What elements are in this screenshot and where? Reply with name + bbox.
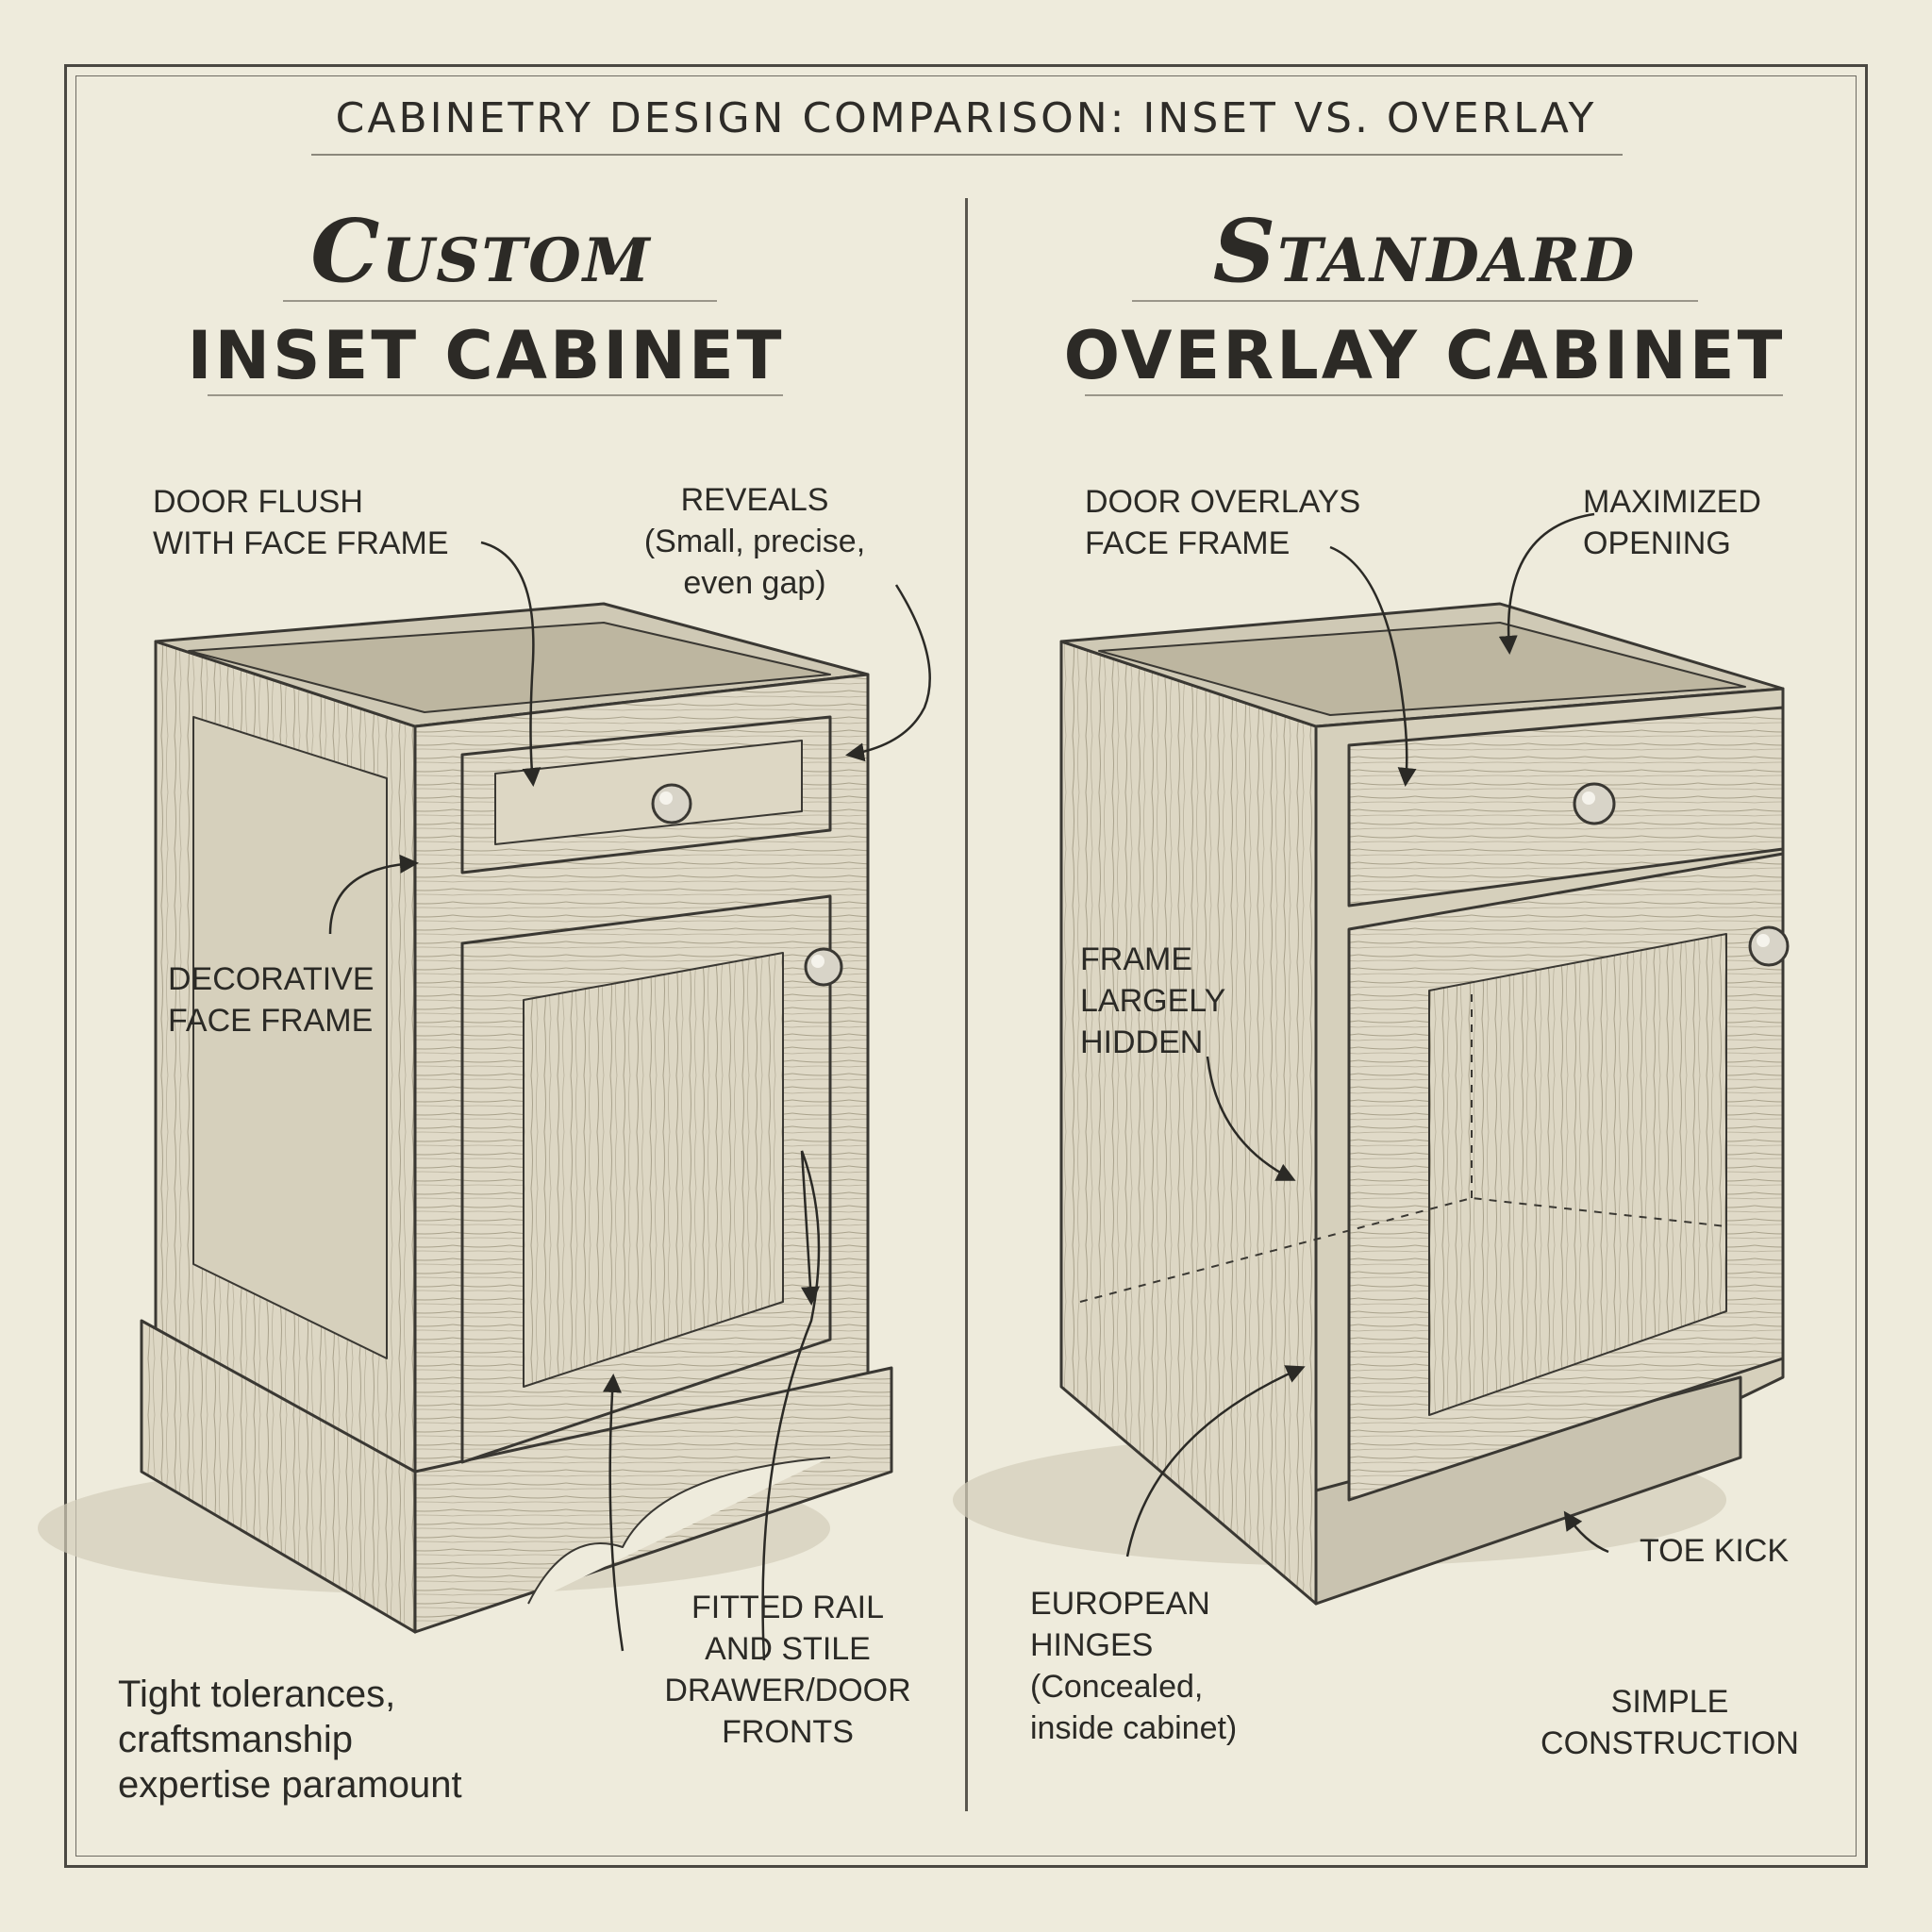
callout-door-flush: DOOR FLUSH WITH FACE FRAME: [153, 481, 449, 564]
callout-line: FACE FRAME: [168, 1003, 374, 1039]
callout-line: DECORATIVE: [168, 961, 375, 997]
callout-line: FITTED RAIL: [691, 1590, 885, 1625]
callout-line: DOOR OVERLAYS: [1085, 484, 1361, 520]
callout-line: LARGELY: [1080, 983, 1226, 1019]
callout-line: FRAME: [1080, 941, 1192, 977]
inner-border: [75, 75, 1857, 1857]
page-title: CABINETRY DESIGN COMPARISON: INSET VS. O…: [335, 94, 1597, 142]
overlay-cabinet-title: OVERLAY CABINET: [1063, 317, 1786, 394]
callout-decorative-face-frame: DECORATIVE FACE FRAME: [168, 958, 375, 1041]
callout-line: CONSTRUCTION: [1541, 1725, 1799, 1761]
callout-toe-kick: TOE KICK: [1640, 1530, 1789, 1572]
center-divider: [965, 198, 968, 1811]
callout-line: DRAWER/DOOR: [664, 1673, 911, 1708]
callout-line: HINGES: [1030, 1627, 1154, 1663]
inset-cabinet-drawing: [38, 602, 893, 1634]
overlay-cabinet-drawing: [953, 602, 1790, 1606]
custom-title-rule: [283, 300, 717, 302]
callout-line: FACE FRAME: [1085, 525, 1291, 561]
note-line: Tight tolerances,: [118, 1674, 396, 1715]
callout-frame-hidden: FRAME LARGELY HIDDEN: [1080, 939, 1225, 1063]
callout-line: DOOR FLUSH: [153, 484, 363, 520]
note-line: craftsmanship: [118, 1719, 353, 1760]
inset-title-rule: [208, 394, 783, 396]
callout-line: OPENING: [1583, 525, 1731, 561]
callout-line: HIDDEN: [1080, 1024, 1204, 1060]
inset-note: Tight tolerances, craftsmanship expertis…: [118, 1672, 462, 1807]
standard-title: Standard: [1212, 200, 1637, 302]
standard-title-rule: [1132, 300, 1698, 302]
callout-line: EUROPEAN: [1030, 1586, 1210, 1622]
callout-line: even gap): [683, 565, 826, 601]
callout-european-hinges: EUROPEAN HINGES (Concealed, inside cabin…: [1030, 1583, 1237, 1749]
overlay-title-rule: [1085, 394, 1783, 396]
callout-line: inside cabinet): [1030, 1710, 1238, 1746]
callout-line: MAXIMIZED: [1583, 484, 1761, 520]
custom-title: Custom: [310, 200, 652, 302]
callout-line: WITH FACE FRAME: [153, 525, 449, 561]
callout-arrows: [328, 512, 1609, 1661]
note-line: expertise paramount: [118, 1764, 462, 1806]
callout-door-overlays: DOOR OVERLAYS FACE FRAME: [1085, 481, 1360, 564]
callout-line: (Small, precise,: [643, 524, 866, 559]
callout-reveals: REVEALS (Small, precise, even gap): [618, 479, 891, 604]
inset-cabinet-title: INSET CABINET: [187, 317, 785, 394]
callout-line: FRONTS: [722, 1714, 854, 1750]
callout-line: (Concealed,: [1030, 1669, 1204, 1705]
callout-line: TOE KICK: [1640, 1533, 1790, 1569]
callout-fitted-rail-stile: FITTED RAIL AND STILE DRAWER/DOOR FRONTS: [641, 1587, 934, 1753]
callout-line: SIMPLE: [1610, 1684, 1729, 1720]
callout-simple-construction: SIMPLE CONSTRUCTION: [1509, 1681, 1830, 1764]
callout-line: REVEALS: [680, 482, 829, 518]
title-underline: [311, 154, 1623, 156]
callout-maximized-opening: MAXIMIZED OPENING: [1583, 481, 1761, 564]
callout-line: AND STILE: [705, 1631, 871, 1667]
outer-border: [64, 64, 1868, 1868]
